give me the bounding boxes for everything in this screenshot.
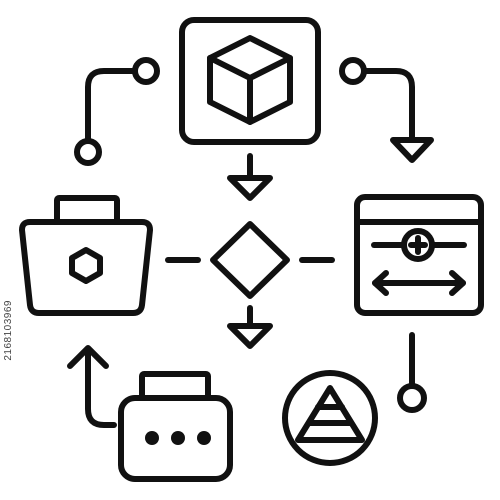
pyramid-node (282, 370, 378, 466)
plus-icon (408, 235, 428, 255)
connector-top-left (74, 57, 160, 166)
arrow-down-icon (227, 323, 273, 349)
arrow-right-icon (449, 270, 466, 296)
pyramid-circle (282, 370, 378, 466)
arrow-down-icon (390, 137, 434, 163)
diamond-icon (210, 221, 290, 299)
connector-line (85, 68, 138, 144)
arrow-up-icon (67, 345, 109, 369)
connector-node-circle (74, 138, 102, 166)
arrow-stem (85, 349, 117, 428)
dots-icon (145, 431, 211, 445)
add-and-resize-icon (371, 228, 467, 296)
flow-arrow-from-decision (227, 305, 273, 349)
server-top (139, 371, 211, 401)
flow-arrow-up (67, 345, 117, 428)
dot (145, 431, 159, 445)
watermark-id: 2168103969 (3, 300, 14, 361)
server-node (118, 371, 233, 482)
toolbox-body (19, 219, 153, 316)
add-circle-icon (401, 228, 435, 262)
connector-bottom-right (397, 332, 427, 413)
flow-arrow-to-decision (227, 153, 273, 201)
server-body (118, 395, 233, 482)
cube-icon (207, 35, 293, 125)
pyramid-icon (295, 385, 365, 443)
hexagon-icon (69, 247, 103, 284)
arrow-left-icon (372, 270, 389, 296)
cube-box-frame (179, 17, 321, 145)
pyramid-outline (295, 385, 365, 443)
connector-node-circle (132, 57, 160, 85)
window-frame (354, 194, 484, 316)
dot (171, 431, 185, 445)
toolbox-handle (54, 195, 120, 225)
toolbox-node (19, 195, 153, 316)
dot (197, 431, 211, 445)
connector-line (361, 68, 415, 141)
connector-node-circle (397, 383, 427, 413)
arrow-down-icon (227, 175, 273, 201)
connector-top-right (339, 57, 434, 163)
window-node (354, 194, 484, 316)
cube-box-node (179, 17, 321, 145)
connector-node-circle (339, 57, 367, 85)
